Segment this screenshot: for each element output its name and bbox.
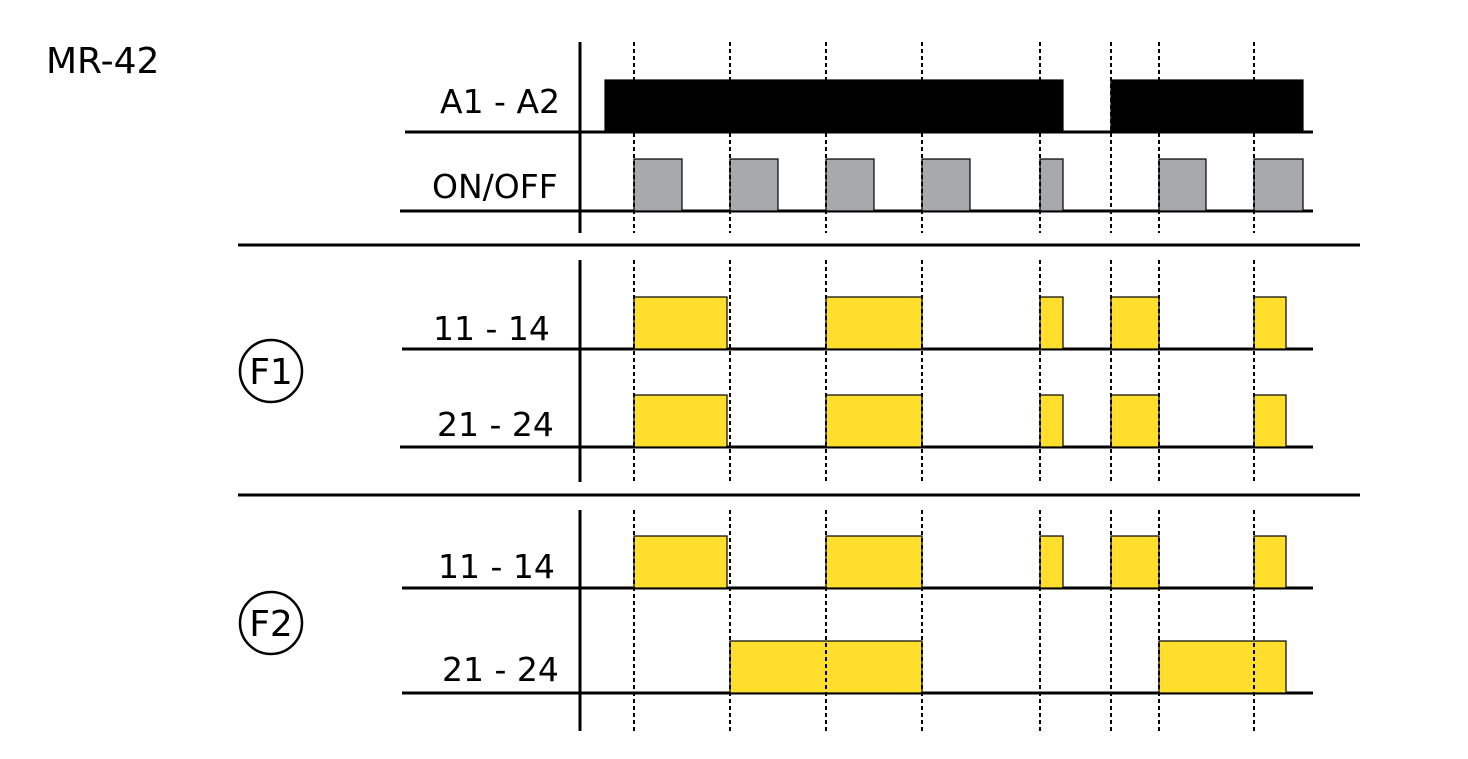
input-label-a1-a2: A1 - A2: [440, 82, 560, 121]
mode-badge-f1: [238, 338, 304, 404]
on-off-signal: [633, 158, 1304, 212]
signal-pulse: [1110, 296, 1160, 350]
function-f1-section: F1 11 - 14 21 - 24: [238, 260, 1313, 482]
signal-pulse: [1110, 394, 1160, 448]
a1-a2-signal: [604, 79, 1304, 133]
signal-pulse: [825, 535, 923, 589]
mode-label-f2: F2: [249, 604, 293, 645]
signal-pulse: [1253, 394, 1287, 448]
inputs-section: A1 - A2 ON/OFF: [400, 42, 1313, 233]
signal-pulse: [1253, 158, 1304, 212]
signal-pulse: [1158, 640, 1287, 694]
f2-output-label-21-24: 21 - 24: [442, 650, 559, 689]
signal-pulse: [633, 535, 728, 589]
f1-output-label-21-24: 21 - 24: [437, 405, 554, 444]
f2-11-14-signal: [633, 535, 1287, 589]
signal-pulse: [1158, 158, 1207, 212]
signal-pulse: [633, 394, 728, 448]
signal-pulse: [825, 296, 923, 350]
f1-11-14-signal: [633, 296, 1287, 350]
signal-pulse: [604, 79, 1064, 133]
signal-pulse: [1253, 296, 1287, 350]
time-markers: [633, 42, 1255, 731]
signal-pulse: [1039, 296, 1064, 350]
signal-pulse: [1253, 535, 1287, 589]
f1-21-24-signal: [633, 394, 1287, 448]
signal-pulse: [729, 158, 779, 212]
signal-pulse: [1110, 79, 1304, 133]
signal-pulse: [921, 158, 971, 212]
f2-21-24-signal: [729, 640, 1287, 694]
signal-pulse: [825, 158, 875, 212]
mode-badge-f2: [238, 590, 304, 656]
f1-output-label-11-14: 11 - 14: [433, 309, 550, 348]
signal-pulse: [633, 158, 683, 212]
mode-label-f1: F1: [249, 352, 293, 393]
signal-pulse: [1039, 158, 1064, 212]
device-title: MR-42: [46, 41, 159, 82]
input-label-on-off: ON/OFF: [432, 167, 558, 206]
f2-output-label-11-14: 11 - 14: [438, 547, 555, 586]
function-f2-section: F2 11 - 14 21 - 24: [238, 510, 1313, 731]
signal-pulse: [825, 394, 923, 448]
signal-pulse: [1110, 535, 1160, 589]
signal-pulse: [1039, 535, 1064, 589]
signal-pulse: [1039, 394, 1064, 448]
signal-pulse: [633, 296, 728, 350]
